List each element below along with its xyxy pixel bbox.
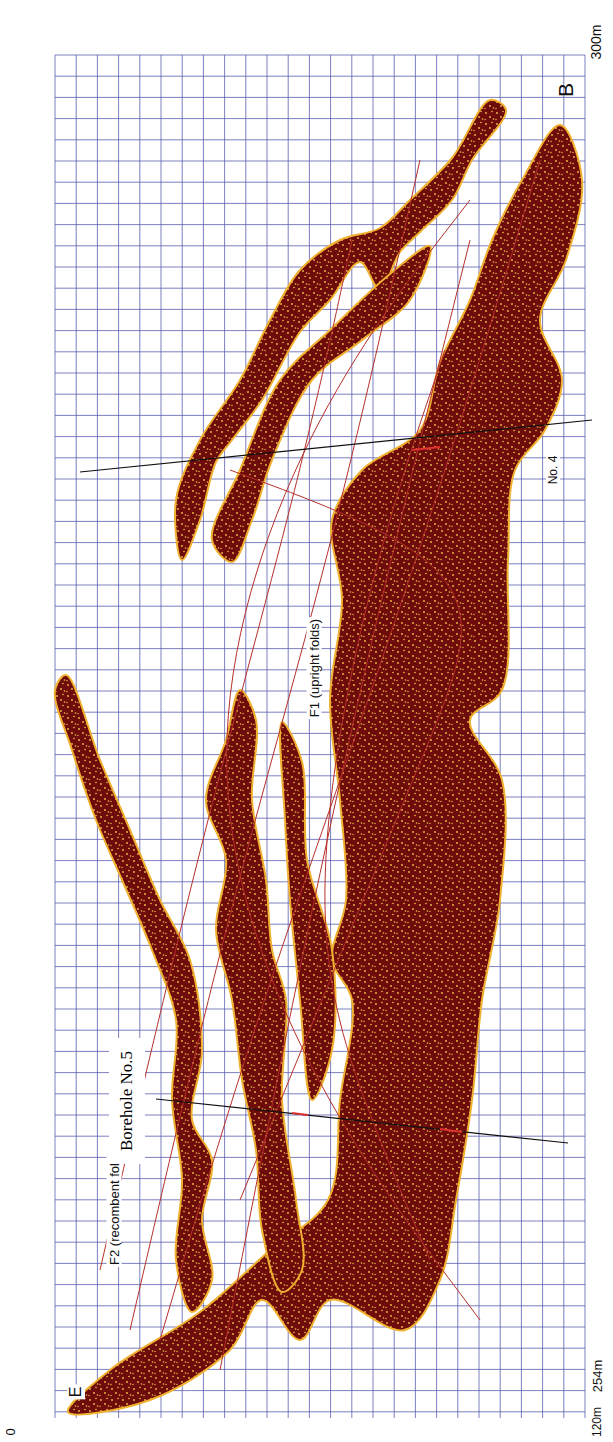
grid-line (224, 55, 225, 1418)
grid-line (55, 1348, 585, 1349)
grid-line (55, 1327, 585, 1328)
section-label: B (554, 81, 578, 99)
borehole-line (156, 1099, 568, 1143)
label-text: B (554, 81, 578, 99)
grid-line (55, 97, 585, 98)
grid-line (585, 55, 586, 1418)
grid-line (55, 76, 585, 77)
grid-line (55, 55, 56, 1418)
ore-body (55, 675, 213, 1312)
label-text: 0 (3, 1426, 18, 1437)
ore-body (212, 246, 431, 562)
grid-line (55, 1178, 585, 1179)
borehole-line (80, 420, 592, 472)
fold-trace (230, 470, 461, 1200)
grid (55, 55, 585, 1418)
grid-line (55, 754, 585, 755)
label-text: 120m (590, 1405, 604, 1439)
grid-line (55, 733, 585, 734)
section-label: 0 (3, 1427, 18, 1438)
grid-line (55, 139, 585, 140)
ore-intercept (412, 447, 440, 450)
grid-line (97, 55, 98, 1418)
section-label: 120m (590, 1405, 604, 1439)
grid-line (55, 203, 585, 204)
section-label: 300m (588, 23, 604, 62)
label-text: 254m (590, 1358, 605, 1395)
section-label: No. 4 (546, 454, 560, 487)
fold-trace (227, 200, 480, 1320)
label-text: E (67, 1385, 85, 1400)
ore-intercept (292, 1113, 308, 1115)
ore-body (68, 125, 583, 1415)
label-text: 300m (588, 22, 604, 61)
section-label: 254m (590, 1358, 605, 1395)
grid-line (55, 55, 585, 56)
grid-line (55, 1411, 585, 1412)
ore-body (280, 722, 336, 1100)
fold-trace (130, 160, 420, 1330)
borehole-name: Borehole No.5 (117, 1051, 137, 1151)
grid-line (139, 55, 140, 1418)
section-label: F1 (upright folds) (307, 617, 322, 719)
label-text: F1 (upright folds) (307, 617, 322, 719)
grid-line (55, 118, 585, 119)
grid-line (161, 55, 162, 1418)
borehole-tag: Borehole No.5 (109, 1038, 145, 1164)
grid-line (55, 775, 585, 776)
grid-line (55, 161, 585, 162)
grid-line (55, 182, 585, 183)
grid-line (479, 55, 480, 1418)
fold-traces (100, 160, 540, 1370)
boreholes (80, 420, 592, 1143)
grid-line (55, 1199, 585, 1200)
section-label: E (67, 1385, 85, 1400)
fold-trace (220, 240, 470, 1370)
ore-bodies (55, 100, 583, 1415)
label-text: No. 4 (546, 454, 560, 487)
ore-intercept (440, 1129, 462, 1132)
fold-trace (160, 160, 540, 1340)
